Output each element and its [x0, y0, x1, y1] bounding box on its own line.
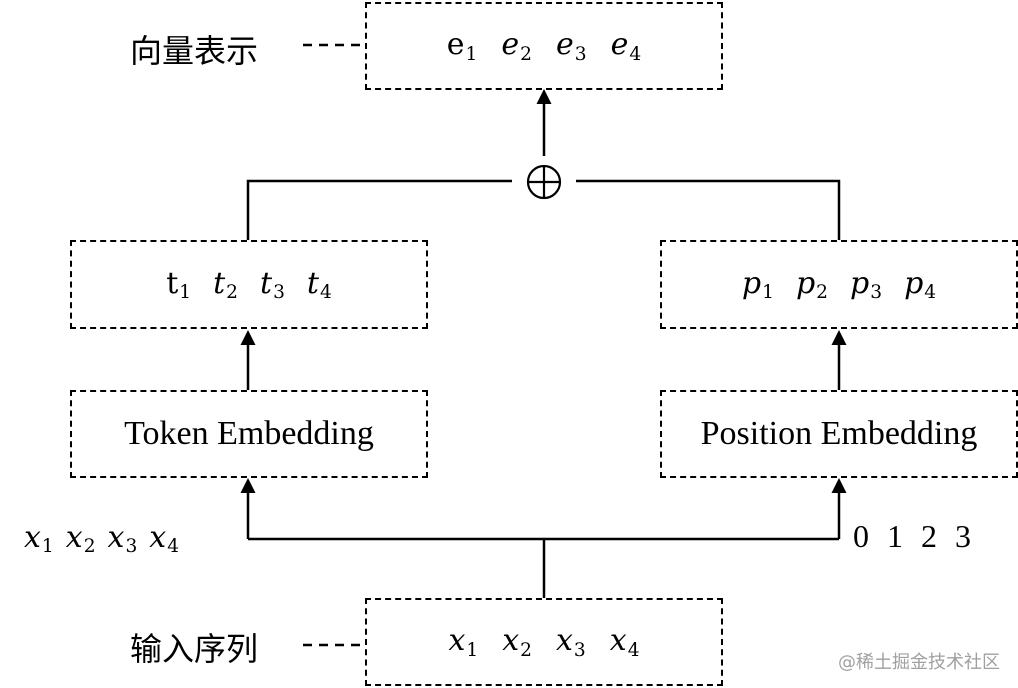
token-vector-base: t	[306, 265, 319, 301]
token-vector-subscript: 1	[179, 282, 192, 304]
token-vector-base: t	[213, 265, 226, 301]
token-vector: t4	[307, 266, 332, 303]
position-vector-subscript: 3	[870, 282, 883, 304]
input-token: x2	[502, 623, 532, 660]
token-vector-to-sum-line	[246, 179, 512, 240]
input-token-base: x	[556, 623, 573, 659]
position-vector-subscript: 1	[762, 282, 774, 304]
output-token-base: e	[610, 27, 629, 63]
position-vector-base: p	[795, 265, 816, 301]
token-input-subscript: 3	[125, 536, 138, 558]
token-input: x2	[66, 520, 96, 557]
token-embedding-box: Token Embedding	[70, 390, 428, 478]
output-token-base: e	[446, 27, 465, 63]
token-embedding-label: Token Embedding	[124, 415, 374, 452]
output-token-subscript: 1	[465, 43, 478, 65]
sum-icon	[526, 164, 562, 200]
output-token-base: e	[501, 27, 520, 63]
position-index: 3	[955, 518, 971, 554]
output-label: 向量表示	[130, 32, 259, 70]
input-token-subscript: 2	[520, 639, 532, 661]
token-vector: t3	[260, 266, 285, 303]
position-vector: p4	[904, 266, 936, 303]
position-vector-base: p	[850, 265, 870, 301]
token-vector-base: t	[260, 265, 273, 301]
output-token: e2	[501, 27, 532, 64]
position-vector-base: p	[741, 265, 762, 301]
watermark: @稀土掘金技术社区	[838, 652, 1000, 673]
position-vector-to-sum-line	[576, 179, 841, 240]
token-input-base: x	[65, 520, 83, 555]
token-vector-base: t	[166, 265, 179, 301]
token-input: x3	[108, 520, 138, 557]
position-embedding-box: Position Embedding	[660, 390, 1018, 478]
position-index: 1	[887, 518, 903, 554]
output-token-base: e	[556, 27, 574, 63]
token-input-base: x	[107, 520, 125, 555]
token-input: x1	[24, 520, 54, 557]
token-input-subscript: 4	[167, 536, 180, 558]
position-vector-subscript: 2	[816, 282, 828, 304]
output-token-subscript: 2	[520, 43, 532, 65]
input-token-subscript: 3	[573, 639, 586, 661]
input-token-base: x	[502, 623, 520, 659]
position-vector-subscript: 4	[924, 282, 937, 304]
token-vector-subscript: 4	[319, 282, 332, 304]
position-vector: p1	[742, 266, 774, 303]
output-token: e4	[611, 27, 642, 64]
input-token-subscript: 4	[627, 639, 640, 661]
position-vector: p2	[796, 266, 828, 303]
input-token: x4	[610, 623, 640, 660]
input-token: x3	[556, 623, 586, 660]
output-token-subscript: 4	[629, 43, 642, 65]
position-index: 0	[853, 518, 869, 554]
token-input-base: x	[149, 520, 167, 555]
position-index: 2	[921, 518, 937, 554]
token-vector-subscript: 2	[226, 282, 238, 304]
token-input-subscript: 2	[83, 536, 96, 558]
input-token-base: x	[609, 623, 627, 659]
output-token-subscript: 3	[574, 43, 587, 65]
token-vector-subscript: 3	[273, 282, 285, 304]
token-input-subscript: 1	[41, 536, 54, 558]
input-token-base: x	[448, 623, 466, 659]
token-input: x4	[149, 520, 179, 557]
input-token: x1	[448, 623, 478, 660]
token-input-base: x	[24, 520, 41, 555]
position-vector: p3	[850, 266, 882, 303]
output-token: e1	[447, 27, 478, 64]
input-label: 输入序列	[130, 630, 259, 668]
token-vector: t2	[213, 266, 238, 303]
output-token: e3	[556, 27, 587, 64]
input-token-subscript: 1	[466, 639, 479, 661]
token-vector: t1	[166, 266, 191, 303]
position-vector-base: p	[904, 265, 924, 301]
position-embedding-label: Position Embedding	[700, 415, 978, 452]
